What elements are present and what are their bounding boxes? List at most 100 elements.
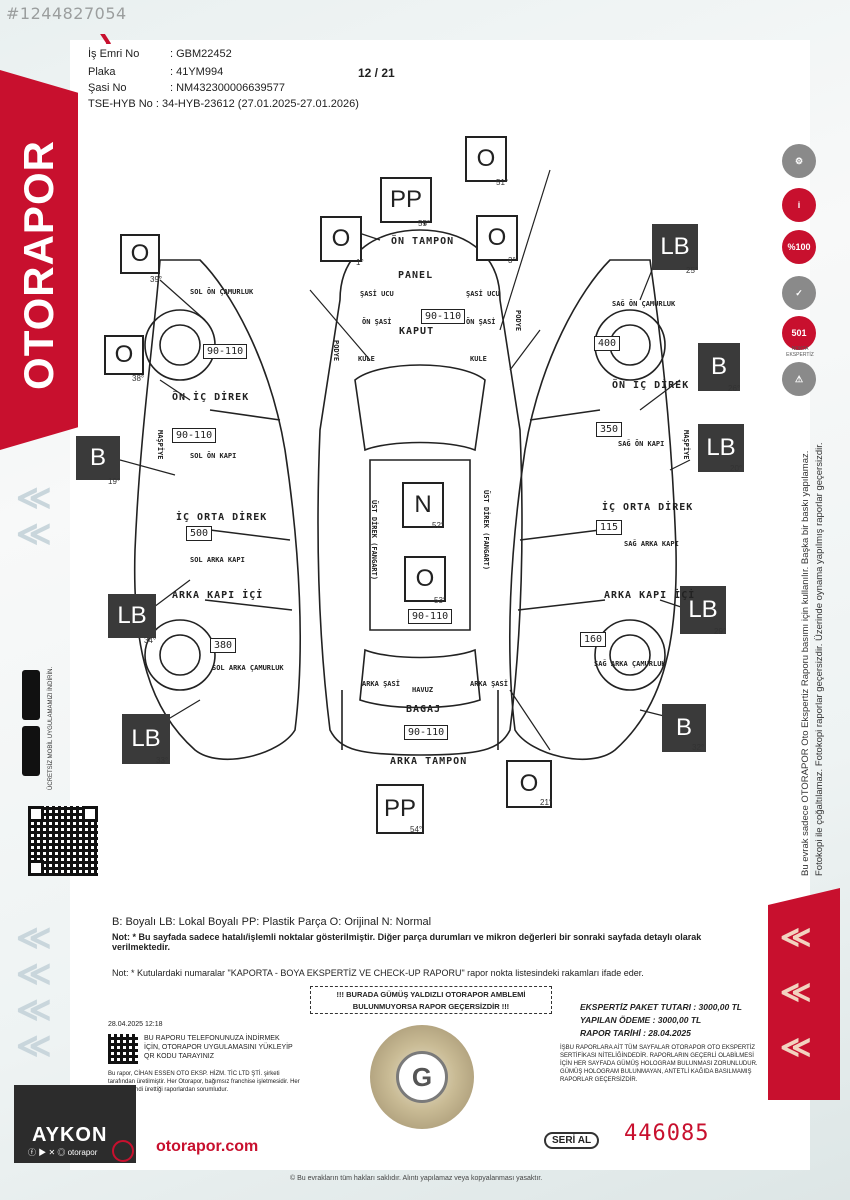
header-row-plate: Plaka: 41YM994 — [88, 66, 224, 78]
marker-right-rear-door: LB — [680, 586, 726, 634]
label-masbiye-right: MAŞPİYE — [682, 430, 690, 460]
label-ic-orta-direk-right: İÇ ORTA DİREK — [602, 502, 694, 513]
label-kaput: KAPUT — [399, 326, 435, 337]
label-sag-on-kapi: SAĞ ÖN KAPI — [618, 440, 665, 448]
angle-label: 26° — [728, 384, 741, 393]
marker-right-rear-fender: B — [662, 704, 706, 752]
info-seal-icon: i — [782, 188, 816, 222]
brand-band-bottom — [768, 888, 840, 1100]
label-arka-kapi-ici: ARKA KAPI İÇİ — [172, 590, 264, 601]
marker-trunk-mid: O — [404, 556, 446, 602]
right-rear-wheel — [594, 619, 666, 691]
value-right-rear-fender: 160 — [580, 632, 607, 647]
label-on-tampon: ÖN TAMPON — [391, 236, 455, 247]
left-side-body — [133, 259, 302, 761]
decorative-chevrons-left-bottom: ≪≪≪≪ — [16, 919, 52, 1065]
label-on-sasi-left: ÖN ŞASİ — [362, 318, 392, 326]
points-seal-icon: 501 — [782, 316, 816, 350]
label-ic-orta-direk: İÇ ORTA DİREK — [176, 512, 268, 523]
company-note: Bu rapor, CİHAN ESSEN OTO EKSP. HİZM. Tİ… — [108, 1071, 300, 1093]
label-arka-sasi-left: ARKA ŞASİ — [362, 680, 400, 688]
marker-hood-top: O — [465, 136, 507, 182]
marker-rear-right: O — [506, 760, 552, 808]
label-arka-tampon: ARKA TAMPON — [390, 756, 468, 767]
label-on-sasi-right: ÖN ŞASİ — [466, 318, 496, 326]
certificate-seal-icon: ⚙ — [782, 144, 816, 178]
qr-finder — [28, 806, 44, 822]
marker-front-right: O — [476, 215, 518, 261]
value-right-front-fender: 400 — [594, 336, 621, 351]
check-seal-icon: ✓ — [782, 276, 816, 310]
value-left-front-door: 90-110 — [172, 428, 217, 443]
qr-finder — [28, 860, 44, 876]
label-arka-kapi-ici-right: ARKA KAPI İÇİ — [604, 590, 696, 601]
angle-label: 54° — [410, 825, 423, 834]
marker-left-front-door: B — [76, 436, 120, 480]
brand-band — [0, 70, 78, 450]
right-side-body — [508, 259, 677, 761]
serial-number: 446085 — [624, 1121, 710, 1146]
percent-seal-icon: %100 — [782, 230, 816, 264]
value-left-rear-door: 500 — [186, 526, 213, 541]
value-trunk: 90-110 — [404, 725, 449, 740]
angle-label: 55° — [418, 219, 431, 228]
label-bagaj: BAGAJ — [406, 704, 442, 715]
marker-right-front-pillar: B — [698, 343, 740, 391]
app-download-text: ÜCRETSİZ MOBİL UYGULAMAMIZI İNDİRİN. — [48, 666, 54, 790]
chevron-icon: ≪ — [780, 976, 812, 1009]
angle-label: 19° — [108, 477, 121, 486]
label-masbiye-left: MAŞPİYE — [156, 430, 164, 460]
angle-label: 33° — [156, 756, 169, 765]
label-sol-arka-kapi: SOL ARKA KAPI — [190, 556, 245, 564]
marker-left-front-wheel: O — [104, 335, 144, 375]
value-hood: 90-110 — [421, 309, 466, 324]
angle-label: 1° — [356, 258, 364, 267]
angle-label: 29° — [714, 627, 727, 636]
label-ust-direk-right: ÜST DİREK (FANGART) — [482, 490, 490, 571]
side-notice-2: Fotokopi ile çoğaltılamaz. Fotokopi rapo… — [814, 442, 825, 877]
label-on-ic-direk: ÖN İÇ DİREK — [172, 392, 250, 403]
marker-roof: N — [402, 482, 444, 528]
hologram-logo-icon: G — [396, 1051, 448, 1103]
value-left-rear-fender: 380 — [210, 638, 237, 653]
footer-website-link[interactable]: otorapor.com — [156, 1138, 259, 1155]
dealer-logo: AYKON — [32, 1124, 108, 1146]
note-2: Not: * Kutulardaki numaralar "KAPORTA - … — [112, 968, 644, 978]
app-store-buttons — [22, 670, 42, 790]
listing-watermark: #1244827054 — [6, 4, 127, 23]
label-sag-on-camurluk: SAĞ ÖN ÇAMURLUK — [612, 300, 676, 308]
copyright-line: © Bu evrakların tüm hakları saklıdır. Al… — [290, 1175, 543, 1182]
hologram-notice: !!! BURADA GÜMÜŞ YALDIZLI OTORAPOR AMBLE… — [310, 986, 552, 1014]
label-panel: PANEL — [398, 270, 434, 281]
side-notice-1: Bu evrak sadece OTORAPOR Oto Ekspertiz R… — [800, 450, 811, 876]
app-store-button[interactable] — [22, 670, 40, 720]
points-seal-sub: NOKTA EKSPERTİZ — [786, 346, 814, 358]
angle-label: 38° — [132, 374, 145, 383]
header-row-job: İş Emri No: GBM22452 — [88, 48, 232, 60]
dealer-social: ⓕ ▶ ✕ ◎ otorapor — [28, 1148, 98, 1157]
qr-code-small[interactable] — [108, 1034, 138, 1064]
value-trunk-mid: 90-110 — [408, 609, 453, 624]
angle-label: 25° — [686, 266, 699, 275]
label-sasi-ucu-left: ŞASİ UCU — [360, 290, 394, 298]
angle-label: 3° — [508, 256, 516, 265]
label-sag-arka-camurluk: SAĞ ARKA ÇAMURLUK — [594, 660, 666, 668]
marker-rear-bumper: PP — [376, 784, 424, 834]
google-play-button[interactable] — [22, 726, 40, 776]
footer-logo-icon — [112, 1140, 134, 1162]
decorative-chevrons-left: ≪≪ — [16, 479, 52, 553]
marker-left-rear-door: LB — [108, 594, 156, 638]
value-right-rear-door: 115 — [596, 520, 623, 535]
label-kule-left: KULE — [358, 355, 375, 363]
label-sag-arka-kapi: SAĞ ARKA KAPI — [624, 540, 679, 548]
label-arka-sasi-right: ARKA ŞASİ — [470, 680, 508, 688]
left-rear-wheel — [144, 619, 216, 691]
payment-note: İŞBU RAPORLARA AİT TÜM SAYFALAR OTORAPOR… — [560, 1045, 758, 1083]
label-podye-right: PODYE — [514, 310, 522, 332]
marker-front-bumper: PP — [380, 177, 432, 223]
label-ust-direk-left: ÜST DİREK (FANGART) — [370, 500, 378, 581]
value-right-front-door: 350 — [596, 422, 623, 437]
marker-right-front-fender: LB — [652, 224, 698, 270]
angle-label: 53° — [434, 596, 447, 605]
angle-label: 51° — [496, 178, 509, 187]
